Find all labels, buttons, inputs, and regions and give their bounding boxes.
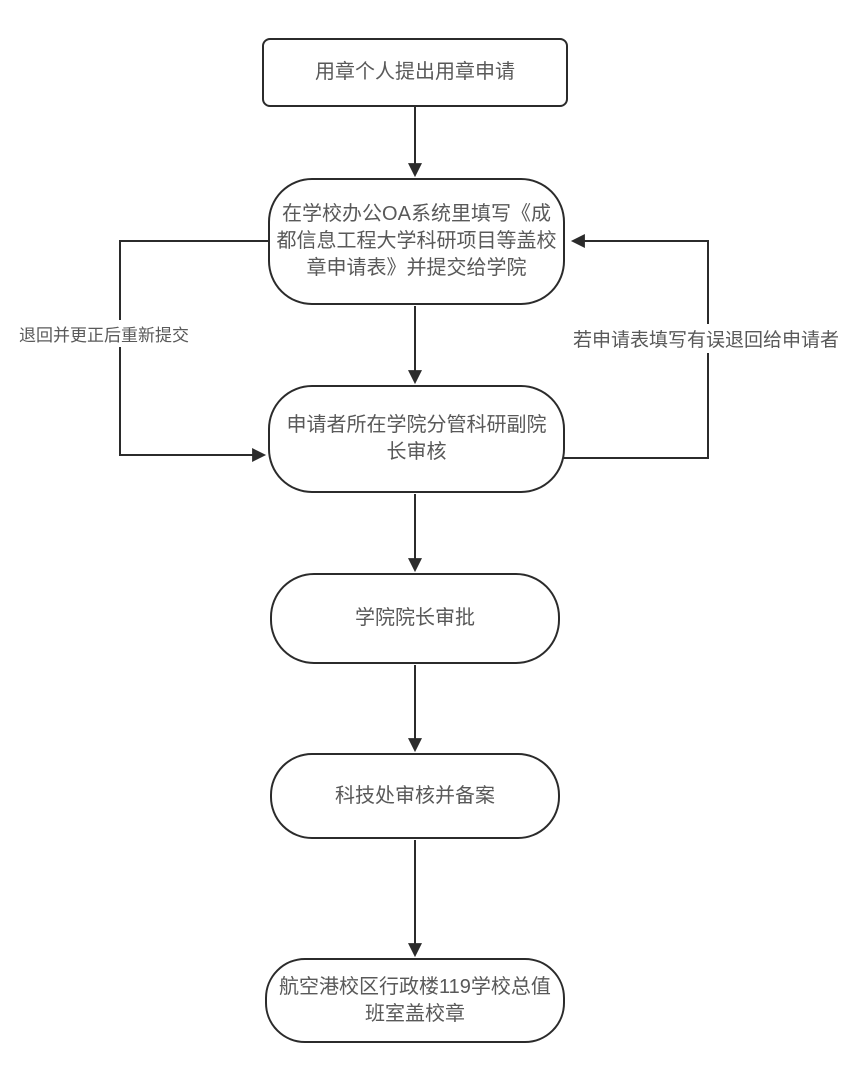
flow-node-fill-oa-form: 在学校办公OA系统里填写《成 都信息工程大学科研项目等盖校 章申请表》并提交给学… [268, 178, 565, 305]
arrow-resubmit-left-loop [119, 240, 268, 462]
flow-node-dean-approval: 学院院长审批 [270, 573, 560, 664]
flow-node-seal-office: 航空港校区行政楼119学校总值 班室盖校章 [265, 958, 565, 1043]
edge-label-resubmit: 退回并更正后重新提交 [16, 320, 192, 347]
flow-node-vice-dean-review: 申请者所在学院分管科研副院 长审核 [268, 385, 565, 493]
flow-node-scitech-review: 科技处审核并备案 [270, 753, 560, 839]
edge-label-return-if-error: 若申请表填写有误退回给申请者 [570, 324, 843, 353]
flow-node-start: 用章个人提出用章申请 [262, 38, 568, 107]
